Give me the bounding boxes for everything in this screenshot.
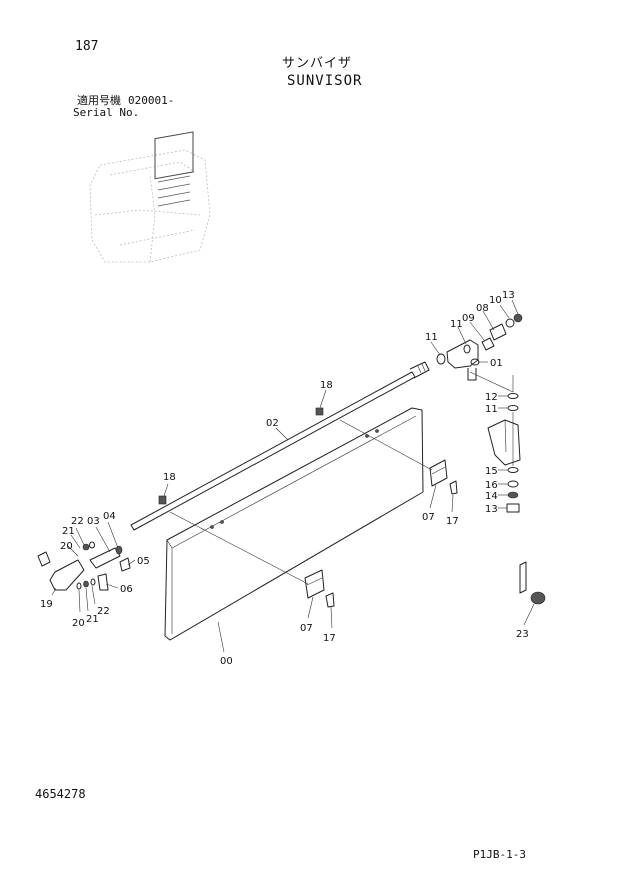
callout-13: 13 xyxy=(485,504,498,515)
callout-07: 07 xyxy=(300,623,313,634)
serial-value: 020001- xyxy=(128,94,175,107)
callout-03: 03 xyxy=(87,516,100,527)
callout-labels: 13 10 08 09 11 11 01 12 11 18 02 15 16 1… xyxy=(40,290,529,667)
callout-12: 12 xyxy=(485,392,498,403)
callout-22: 22 xyxy=(71,516,84,527)
callout-18: 18 xyxy=(320,380,333,391)
callout-17: 17 xyxy=(446,516,459,527)
screw-upper xyxy=(315,407,324,416)
hinge-plate-lower xyxy=(304,569,335,608)
callout-05: 05 xyxy=(137,556,150,567)
callout-13: 13 xyxy=(502,290,515,301)
hinge-plate-upper xyxy=(429,459,458,495)
page-number: 187 xyxy=(75,39,99,54)
callout-18: 18 xyxy=(163,472,176,483)
callout-10: 10 xyxy=(489,295,502,306)
callout-04: 04 xyxy=(103,511,116,522)
cab-locator-sketch xyxy=(89,131,211,263)
callout-08: 08 xyxy=(476,303,489,314)
callout-14: 14 xyxy=(485,491,498,502)
callout-07: 07 xyxy=(422,512,435,523)
callout-21: 21 xyxy=(86,614,99,625)
sheet-code: P1JB-1-3 xyxy=(473,848,526,861)
title-japanese: サンバイザ xyxy=(282,56,353,71)
callout-11: 11 xyxy=(485,404,498,415)
callout-01: 01 xyxy=(490,358,503,369)
callout-11: 11 xyxy=(425,332,438,343)
left-bracket-assembly xyxy=(37,541,131,591)
callout-20: 20 xyxy=(60,541,73,552)
callout-09: 09 xyxy=(462,313,475,324)
callout-23: 23 xyxy=(516,629,529,640)
serial-label-japanese: 適用号機 xyxy=(77,94,121,107)
callout-21: 21 xyxy=(62,526,75,537)
callout-19: 19 xyxy=(40,599,53,610)
callout-20: 20 xyxy=(72,618,85,629)
leader-lines xyxy=(51,299,535,653)
callout-22: 22 xyxy=(97,606,110,617)
callout-11: 11 xyxy=(450,319,463,330)
callout-16: 16 xyxy=(485,480,498,491)
callout-02: 02 xyxy=(266,418,279,429)
callout-17: 17 xyxy=(323,633,336,644)
callout-00: 00 xyxy=(220,656,233,667)
support-rod xyxy=(130,361,430,531)
document-number: 4654278 xyxy=(35,787,86,801)
callout-15: 15 xyxy=(485,466,498,477)
page-title: SUNVISOR xyxy=(287,73,363,89)
screw-lower xyxy=(158,495,167,505)
cap-part xyxy=(519,561,546,605)
callout-06: 06 xyxy=(120,584,133,595)
serial-label-english: Serial No. xyxy=(73,106,140,119)
